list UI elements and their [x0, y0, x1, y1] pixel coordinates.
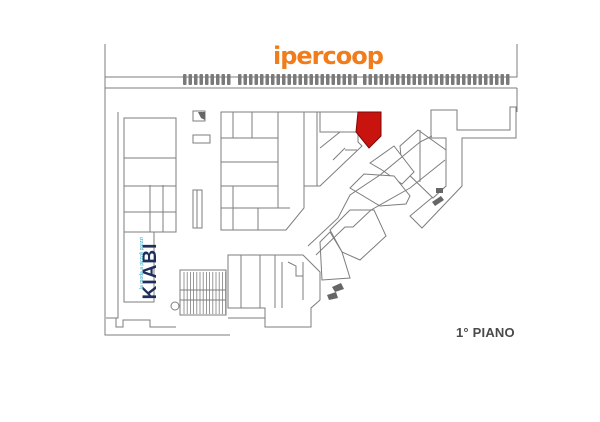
parking-stall	[401, 74, 405, 85]
parking-stall	[429, 74, 433, 85]
kiabi-tagline: la moda a piccoli prezzi	[139, 237, 145, 289]
parking-stall	[221, 74, 225, 85]
parking-stall	[368, 74, 372, 85]
parking-stall	[500, 74, 504, 85]
parking-stall	[374, 74, 378, 85]
parking-stall	[407, 74, 411, 85]
parking-stall	[320, 74, 324, 85]
lower-store-row	[227, 254, 344, 328]
parking-stall	[282, 74, 286, 85]
parking-stall	[412, 74, 416, 85]
parking-stall	[260, 74, 264, 85]
parking-stall	[337, 74, 341, 85]
parking-stall	[205, 74, 209, 85]
parking-stall	[478, 74, 482, 85]
parking-stall	[495, 74, 499, 85]
parking-stall	[473, 74, 477, 85]
parking-stall	[418, 74, 422, 85]
stair-treads	[183, 272, 227, 314]
parking-stall	[315, 74, 319, 85]
parking-stall	[342, 74, 346, 85]
escalator-block	[170, 269, 227, 316]
parking-stall	[434, 74, 438, 85]
right-store-block	[319, 106, 517, 281]
kiabi-store-label[interactable]: KIABI la moda a piccoli prezzi	[126, 237, 161, 304]
parking-stall	[353, 74, 357, 85]
parking-stall	[489, 74, 493, 85]
parking-stall	[199, 74, 203, 85]
parking-stall	[326, 74, 330, 85]
parking-stall	[183, 74, 187, 85]
parking-stall	[227, 74, 231, 85]
parking-stall	[243, 74, 247, 85]
parking-stall	[451, 74, 455, 85]
parking-stall	[445, 74, 449, 85]
parking-stall	[298, 74, 302, 85]
parking-stall	[379, 74, 383, 85]
parking-stall	[467, 74, 471, 85]
parking-stall	[304, 74, 308, 85]
parking-stall	[194, 74, 198, 85]
parking-stall	[276, 74, 280, 85]
parking-stall	[188, 74, 192, 85]
ipercoop-logo: ipercoop	[273, 42, 384, 70]
parking-stall	[385, 74, 389, 85]
parking-stall	[390, 74, 394, 85]
parking-stall	[271, 74, 275, 85]
parking-stall	[287, 74, 291, 85]
parking-stalls	[183, 74, 510, 85]
parking-stall	[440, 74, 444, 85]
parking-stall	[456, 74, 460, 85]
parking-stall	[238, 74, 242, 85]
parking-stall	[293, 74, 297, 85]
diagonal-store-block-upper	[303, 111, 363, 187]
center-kiosks	[192, 110, 211, 229]
parking-stall	[423, 74, 427, 85]
center-store-block	[220, 111, 305, 231]
parking-stall	[331, 74, 335, 85]
selected-store[interactable]	[355, 111, 382, 149]
parking-stall	[210, 74, 214, 85]
parking-stall	[506, 74, 510, 85]
parking-stall	[254, 74, 258, 85]
floor-label: 1° PIANO	[456, 325, 515, 340]
parking-stall	[484, 74, 488, 85]
parking-stall	[309, 74, 313, 85]
parking-stall	[363, 74, 367, 85]
left-store-block	[106, 112, 177, 328]
parking-stall	[348, 74, 352, 85]
parking-stall	[265, 74, 269, 85]
parking-stall	[462, 74, 466, 85]
parking-stall	[216, 74, 220, 85]
corridor-lines	[307, 135, 446, 256]
parking-stall	[249, 74, 253, 85]
parking-stall	[396, 74, 400, 85]
